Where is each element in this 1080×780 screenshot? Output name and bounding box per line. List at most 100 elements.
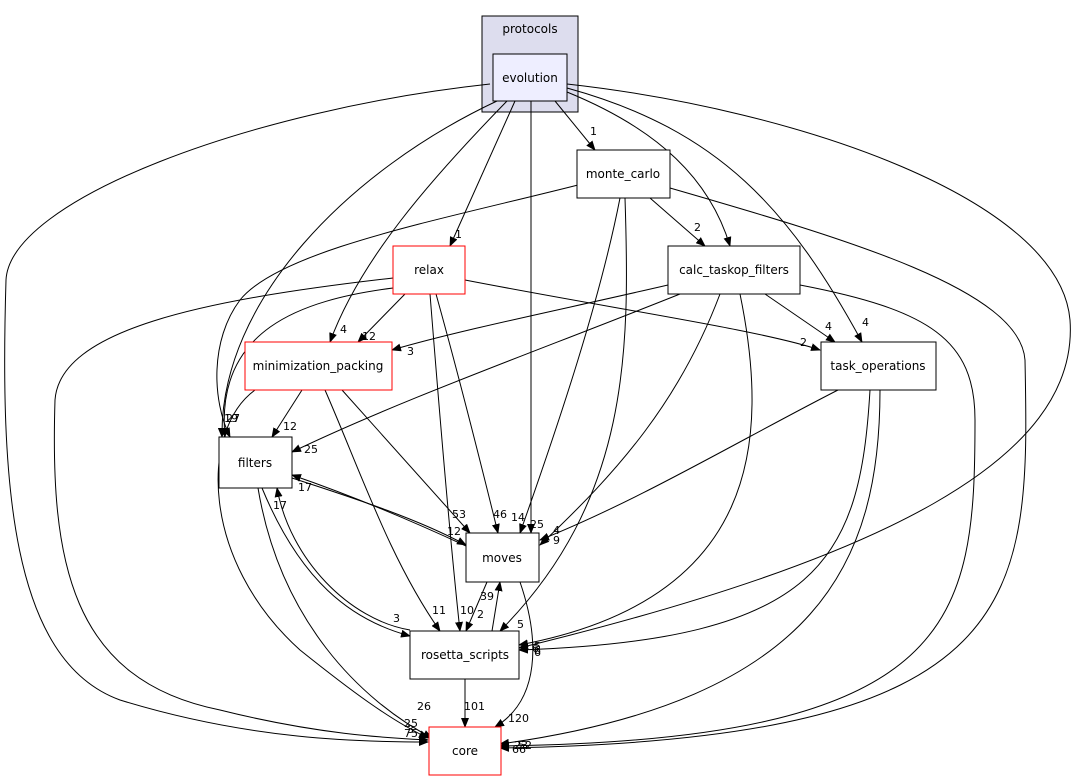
edge-task_operations-core[interactable] <box>499 389 881 747</box>
edge-label: 25 <box>530 518 544 531</box>
edge-label: 2 <box>477 608 484 621</box>
edge-label: 19 <box>224 412 238 425</box>
node-task_operations[interactable]: task_operations <box>820 341 937 391</box>
node-label: calc_taskop_filters <box>679 263 789 277</box>
edge-label: 4 <box>862 316 869 329</box>
edge-label: 4 <box>553 524 560 537</box>
node-filters[interactable]: filters <box>218 436 293 489</box>
edge-label: 7 <box>233 412 240 425</box>
node-relax[interactable]: relax <box>392 245 466 295</box>
edge-rosetta_scripts-moves[interactable] <box>491 581 503 632</box>
node-rosetta_scripts[interactable]: rosetta_scripts <box>409 630 520 680</box>
edge-minimization_packing-moves[interactable] <box>341 389 471 534</box>
edge-evolution-relax[interactable] <box>449 100 516 247</box>
edge-label: 4 <box>340 323 347 336</box>
node-label: rosetta_scripts <box>421 648 509 662</box>
edge-label: 66 <box>512 743 526 756</box>
edge-filters-moves[interactable] <box>291 477 467 546</box>
edge-monte_carlo-rosetta_scripts[interactable] <box>499 197 627 632</box>
edge-label: 5 <box>534 640 541 653</box>
edge-calc_taskop_filters-moves[interactable] <box>539 293 721 546</box>
edge-label: 25 <box>404 717 418 730</box>
edge-label: 12 <box>362 330 376 343</box>
edge-label: 39 <box>480 590 494 603</box>
edge-relax-filters[interactable] <box>220 287 394 438</box>
node-minimization_packing[interactable]: minimization_packing <box>244 341 393 391</box>
edge-label: 1 <box>455 228 462 241</box>
edge-rosetta_scripts-filters[interactable] <box>274 487 411 631</box>
edge-evolution-core[interactable] <box>4 83 491 746</box>
edge-label: 2 <box>694 221 701 234</box>
edge-calc_taskop_filters-task_operations[interactable] <box>764 293 836 343</box>
edge-label: 5 <box>517 618 524 631</box>
edge-calc_taskop_filters-rosetta_scripts[interactable] <box>518 293 753 648</box>
node-moves[interactable]: moves <box>465 532 540 583</box>
node-label: core <box>452 744 478 758</box>
edge-minimization_packing-filters[interactable] <box>271 389 303 438</box>
edge-label: 23 <box>514 739 528 752</box>
edge-task_operations-rosetta_scripts[interactable] <box>518 389 871 654</box>
edge-calc_taskop_filters-minimization_packing[interactable] <box>391 284 669 352</box>
node-label: minimization_packing <box>253 359 384 373</box>
edge-relax-rosetta_scripts[interactable] <box>429 293 463 632</box>
edge-label: 6 <box>534 644 541 657</box>
edge-label: 26 <box>417 700 431 713</box>
edge-task_operations-moves[interactable] <box>539 389 839 541</box>
edge-label: 6 <box>532 642 539 655</box>
edge-label: 120 <box>508 712 529 725</box>
node-core[interactable]: core <box>428 726 502 776</box>
cluster-label: protocols <box>502 22 557 36</box>
edge-relax-core[interactable] <box>53 277 429 744</box>
edge-label: 11 <box>432 604 446 617</box>
edge-label: 53 <box>452 508 466 521</box>
edge-evolution-filters[interactable] <box>217 100 498 438</box>
edge-evolution-minimization_packing[interactable] <box>329 100 508 343</box>
edge-monte_carlo-core[interactable] <box>499 187 1027 752</box>
edge-label: 17 <box>298 481 312 494</box>
edge-calc_taskop_filters-filters[interactable] <box>291 293 681 453</box>
edge-monte_carlo-calc_taskop_filters[interactable] <box>649 197 706 247</box>
node-monte_carlo[interactable]: monte_carlo <box>576 149 671 199</box>
node-label: filters <box>238 456 272 470</box>
edge-monte_carlo-moves[interactable] <box>519 197 621 534</box>
edge-label: 2 <box>800 336 807 349</box>
edge-label: 75 <box>404 727 418 740</box>
node-label: moves <box>482 551 522 565</box>
edge-moves-core[interactable] <box>494 581 534 728</box>
edges <box>4 83 1071 752</box>
edge-label: 3 <box>407 723 414 736</box>
edge-label: 3 <box>393 612 400 625</box>
edge-labels: 1 1 1 4 4 19 14 6 75 2 25 7 5 23 12 27 2… <box>224 125 869 756</box>
node-label: task_operations <box>830 359 925 373</box>
edge-moves-rosetta_scripts[interactable] <box>465 581 488 632</box>
edge-evolution-task_operations[interactable] <box>566 87 863 343</box>
edge-label: 12 <box>447 525 461 538</box>
node-label: evolution <box>502 71 558 85</box>
edge-evolution-calc_taskop_filters[interactable] <box>566 91 732 247</box>
edge-relax-task_operations[interactable] <box>464 279 821 351</box>
edge-label: 101 <box>464 700 485 713</box>
edge-filters-rosetta_scripts[interactable] <box>261 487 411 638</box>
edge-evolution-monte_carlo[interactable] <box>554 100 596 151</box>
edge-label: 25 <box>304 443 318 456</box>
edge-label: 4 <box>825 320 832 333</box>
edge-monte_carlo-filters[interactable] <box>216 184 579 438</box>
edge-calc_taskop_filters-core[interactable] <box>499 284 976 750</box>
edge-filters-core[interactable] <box>257 487 433 739</box>
node-calc_taskop_filters[interactable]: calc_taskop_filters <box>667 245 801 295</box>
edge-label: 52 <box>518 739 532 752</box>
edge-label: 10 <box>460 604 474 617</box>
edge-label: 46 <box>493 508 507 521</box>
edge-label: 17 <box>273 499 287 512</box>
edge-label: 12 <box>283 420 297 433</box>
edge-label: 1 <box>590 125 597 138</box>
edge-label: 9 <box>553 534 560 547</box>
edge-evolution-rosetta_scripts[interactable] <box>518 83 1071 650</box>
edge-minimization_packing-rosetta_scripts[interactable] <box>324 389 441 632</box>
node-evolution[interactable]: evolution <box>492 53 568 102</box>
edge-relax-minimization_packing[interactable] <box>357 293 406 343</box>
edge-label: 3 <box>407 345 414 358</box>
edge-moves-filters[interactable] <box>291 474 467 547</box>
edge-relax-moves[interactable] <box>435 293 500 534</box>
